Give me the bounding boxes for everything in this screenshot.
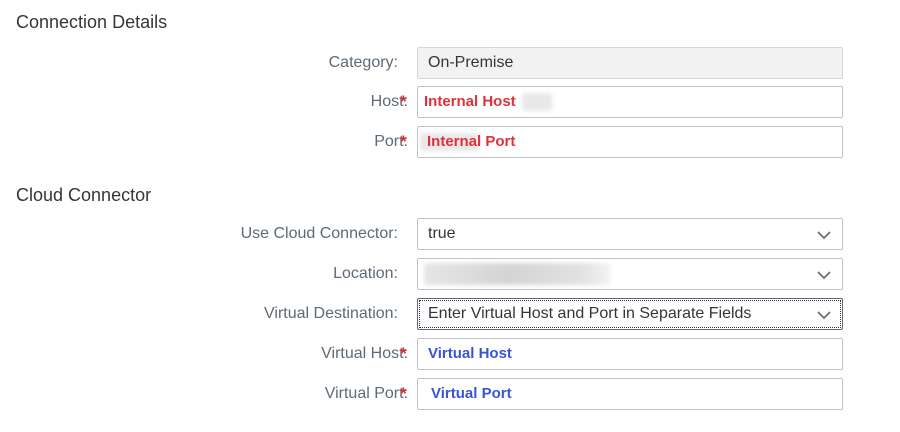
virtual-host-value: Virtual Host (428, 345, 512, 362)
virtual-host-input[interactable]: Virtual Host (417, 338, 843, 370)
use-cloud-connector-value: true (428, 225, 456, 242)
port-label: Port: (374, 133, 408, 150)
virtual-port-input[interactable]: Virtual Port (417, 378, 843, 410)
required-marker: * (400, 384, 407, 403)
chevron-down-icon[interactable] (814, 265, 834, 285)
host-input[interactable]: Internal Host (417, 86, 843, 118)
virtual-host-row: Virtual Host: * Virtual Host (0, 337, 900, 371)
port-value: Internal Port (427, 133, 516, 150)
location-label: Location: (333, 265, 398, 282)
required-marker: * (400, 92, 407, 111)
category-label: Category: (328, 54, 398, 71)
virtual-destination-select[interactable]: Enter Virtual Host and Port in Separate … (417, 298, 843, 330)
host-value: Internal Host (424, 93, 516, 110)
host-redaction (522, 93, 552, 111)
virtual-destination-row: Virtual Destination: Enter Virtual Host … (0, 297, 900, 331)
virtual-port-value: Virtual Port (431, 385, 512, 402)
use-cloud-connector-label: Use Cloud Connector: (240, 225, 398, 242)
virtual-destination-label: Virtual Destination: (264, 305, 398, 322)
required-marker: * (400, 344, 407, 363)
location-select[interactable] (417, 258, 843, 290)
virtual-host-label: Virtual Host: (321, 345, 408, 362)
virtual-port-row: Virtual Port: * Virtual Port (0, 377, 900, 411)
host-label: Host: (370, 93, 408, 110)
port-row: Port: * Internal Port (0, 125, 900, 159)
connection-details-title: Connection Details (16, 12, 168, 32)
virtual-port-label: Virtual Port: (324, 385, 408, 402)
category-value: On-Premise (428, 54, 514, 71)
use-cloud-connector-row: Use Cloud Connector: true (0, 217, 900, 251)
cloud-connector-title: Cloud Connector (16, 185, 152, 205)
port-input[interactable]: Internal Port (417, 126, 843, 158)
category-row: Category: On-Premise (0, 46, 900, 80)
chevron-down-icon[interactable] (814, 305, 834, 325)
chevron-down-icon[interactable] (814, 225, 834, 245)
required-marker: * (400, 132, 407, 151)
virtual-destination-value: Enter Virtual Host and Port in Separate … (428, 305, 752, 322)
use-cloud-connector-select[interactable]: true (417, 218, 843, 250)
host-row: Host: * Internal Host (0, 85, 900, 119)
port-redaction (420, 133, 480, 151)
category-field: On-Premise (417, 47, 843, 79)
location-redacted-value (424, 263, 610, 285)
location-row: Location: (0, 257, 900, 291)
